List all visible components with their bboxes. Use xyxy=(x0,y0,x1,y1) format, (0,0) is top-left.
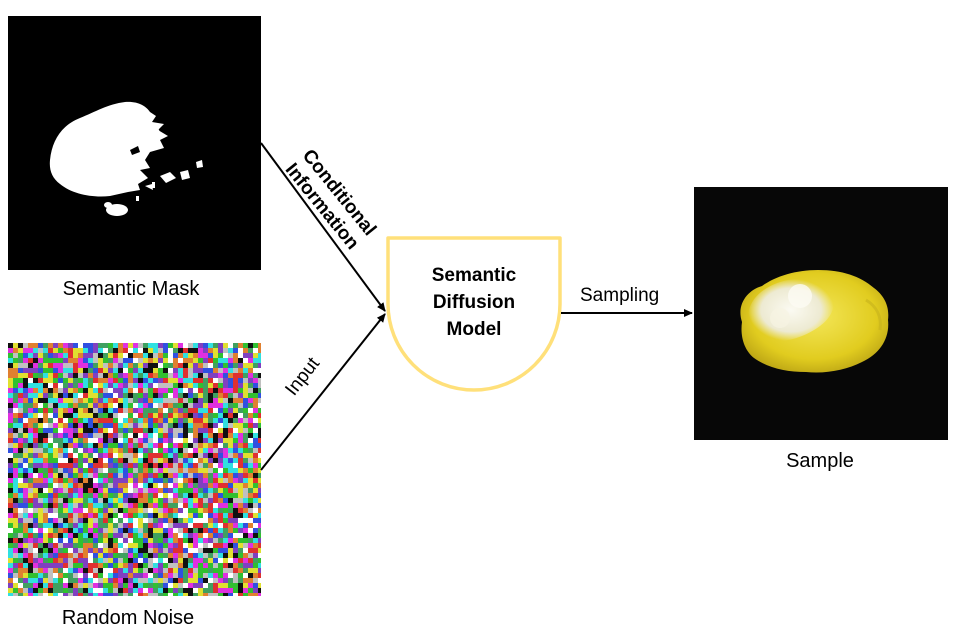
random-noise-icon xyxy=(8,343,261,596)
random-noise-caption: Random Noise xyxy=(61,607,195,629)
model-title-line-1: Semantic xyxy=(431,265,517,286)
lemon-sample-icon xyxy=(740,270,889,373)
sample-image xyxy=(694,187,948,440)
input-arrow xyxy=(260,313,386,471)
semantic-mask-caption: Semantic Mask xyxy=(62,278,200,300)
model-title-line-3: Model xyxy=(446,319,502,340)
conditional-arrow xyxy=(260,142,386,312)
random-noise-image xyxy=(8,343,261,596)
sample-caption: Sample xyxy=(786,450,854,472)
sampling-label: Sampling xyxy=(580,285,660,306)
segmentation-mask-icon xyxy=(49,101,203,216)
semantic-diffusion-model-box xyxy=(386,236,562,392)
semantic-mask-image xyxy=(8,16,261,270)
model-title: Semantic Diffusion Model xyxy=(388,262,560,343)
model-title-line-2: Diffusion xyxy=(432,292,516,313)
